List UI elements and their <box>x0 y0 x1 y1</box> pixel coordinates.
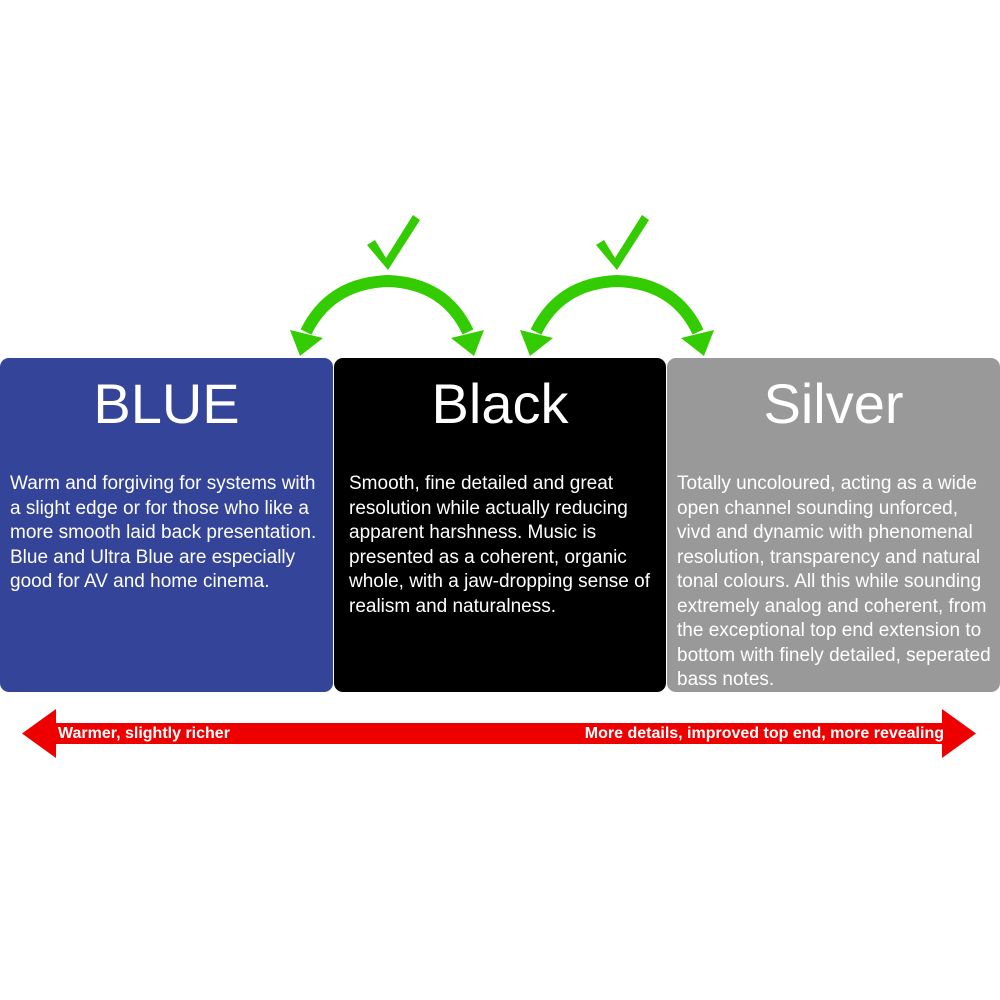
card-description: Warm and forgiving for systems with a sl… <box>10 473 317 592</box>
card-silver: Silver Totally uncoloured, acting as a w… <box>667 358 1000 692</box>
swap-arrow-icon <box>290 274 484 356</box>
card-title: Black <box>431 372 569 435</box>
card-description: Smooth, fine detailed and great resoluti… <box>349 473 651 617</box>
card-title: Silver <box>763 372 904 435</box>
scale-left-label: Warmer, slightly richer <box>58 725 230 742</box>
card-black: Black Smooth, fine detailed and great re… <box>334 358 666 692</box>
card-description: Totally uncoloured, acting as a wide ope… <box>677 473 991 690</box>
double-arrow-scale <box>22 709 976 758</box>
checkmark-icon <box>367 215 420 270</box>
swap-arrow-icon <box>520 274 714 356</box>
checkmark-icon <box>596 215 649 270</box>
card-blue: BLUE Warm and forgiving for systems with… <box>0 358 333 692</box>
scale-right-label: More details, improved top end, more rev… <box>584 725 944 742</box>
card-title: BLUE <box>93 372 240 435</box>
